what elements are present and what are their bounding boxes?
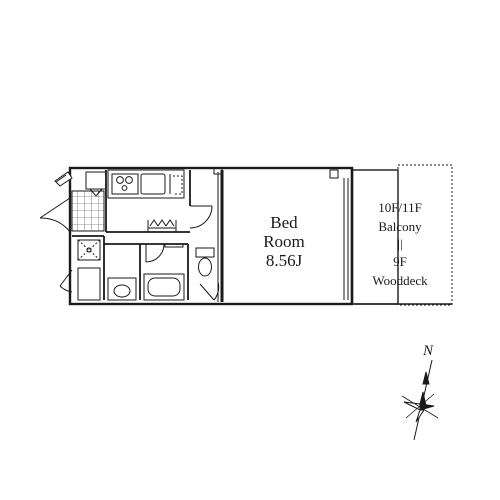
balcony-label-line1: 10F/11F xyxy=(378,200,422,215)
bathroom-doors xyxy=(145,243,184,263)
balcony-label-line4: 9F xyxy=(393,254,407,269)
storage-door xyxy=(59,267,101,301)
balcony-label-line3: || xyxy=(397,236,402,251)
balcony-label-line5: Wooddeck xyxy=(372,273,428,288)
bedroom-door xyxy=(189,205,220,301)
compass-rose xyxy=(401,359,439,441)
entrance-door xyxy=(39,171,73,233)
kitchen-counter xyxy=(107,169,185,199)
closet xyxy=(147,219,177,232)
washer-pan xyxy=(77,239,101,261)
balcony-label-line2: Balcony xyxy=(378,219,422,234)
genkan-tile xyxy=(71,190,105,232)
toilet xyxy=(195,247,215,277)
bedroom-label-line2: Room xyxy=(263,232,305,251)
balcony-sliding-door xyxy=(213,167,349,300)
bathtub xyxy=(143,273,185,301)
washbasin xyxy=(107,277,137,301)
bedroom-label-line3: 8.56J xyxy=(266,251,303,270)
bedroom-label-line1: Bed xyxy=(270,213,298,232)
compass-north-label: N xyxy=(422,343,434,359)
balcony-outline xyxy=(351,164,453,306)
